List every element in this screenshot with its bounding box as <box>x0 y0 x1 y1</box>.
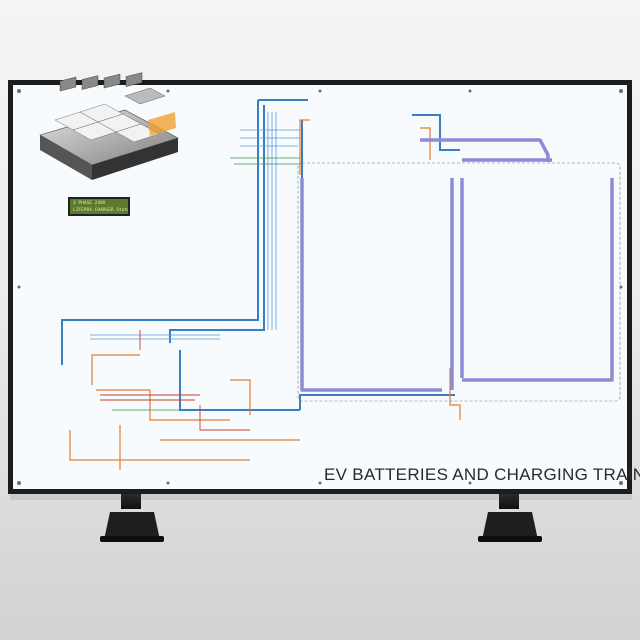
wiring-thin-blue <box>90 112 300 340</box>
lcd-line-1: 3 PHASE 240V <box>73 201 106 206</box>
lcd-line-2: LIFEPO4 CHARGER Status <box>73 207 130 213</box>
wiring-orange <box>69 119 461 470</box>
board-title: EV BATTERIES AND CHARGING TRAINER <box>324 465 640 484</box>
lcd-display: 3 PHASE 240V LIFEPO4 CHARGER Status <box>68 197 130 216</box>
wiring-purple-hv <box>300 138 614 392</box>
stand-left <box>100 485 164 542</box>
hv-battery-pack-illustration <box>39 72 179 180</box>
mounting-screws <box>17 89 623 485</box>
wiring-red <box>100 330 250 431</box>
wiring-blue <box>61 99 460 411</box>
battery-region-outline <box>297 162 621 402</box>
wiring-green <box>112 157 300 411</box>
